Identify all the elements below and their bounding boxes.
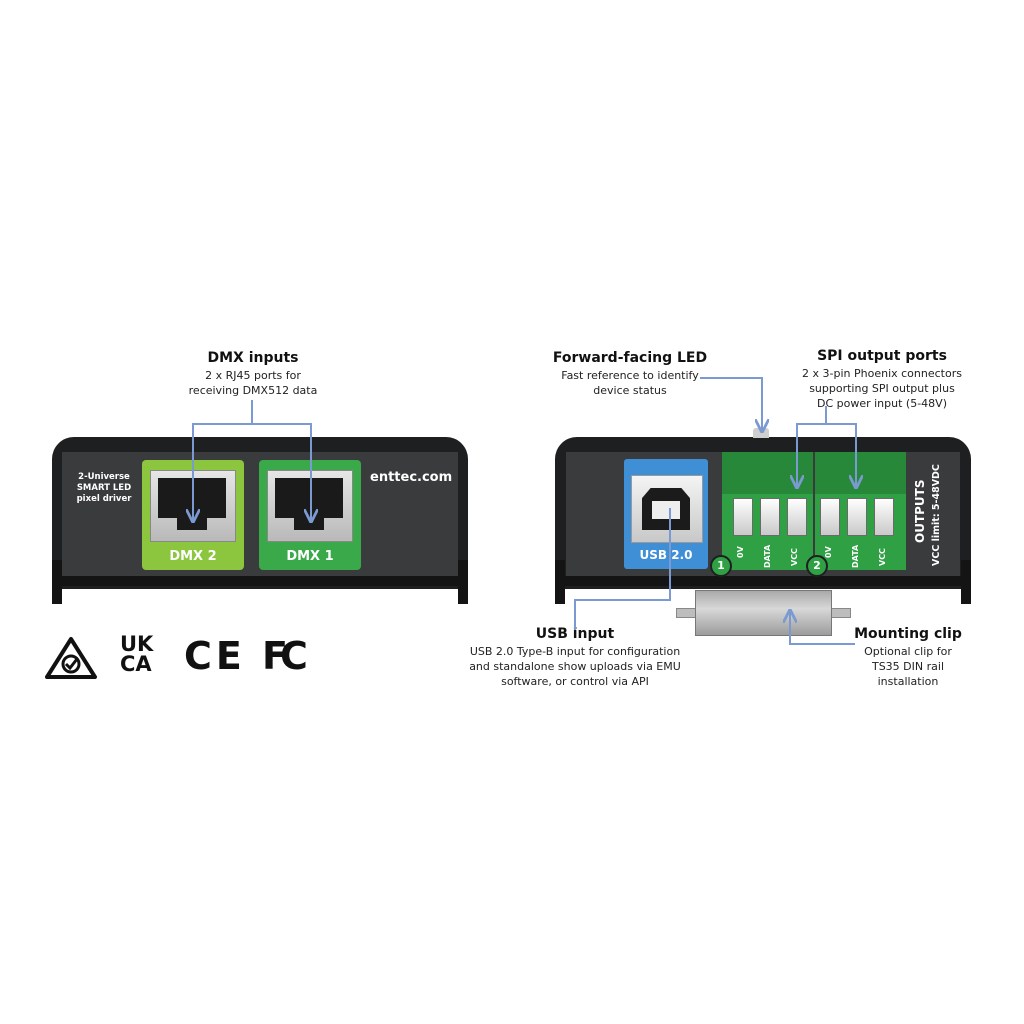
phoenix-2-slot-vcc[interactable]: [874, 498, 894, 536]
product-label-line-1: 2-Universe: [78, 472, 130, 482]
spi-output-desc-line-2: supporting SPI output plus: [809, 382, 955, 395]
dmx2-label: DMX 2: [169, 549, 217, 564]
forward-led: [753, 428, 769, 438]
phoenix-1-slot-vcc[interactable]: [787, 498, 807, 536]
dmx-inputs-desc-line-2: receiving DMX512 data: [188, 384, 318, 397]
mounting-clip-desc-line-1: Optional clip for: [864, 645, 952, 658]
usb-b-tongue: [652, 501, 680, 519]
back-device-flange-right: [961, 560, 971, 604]
product-label: 2-Universe SMART LED pixel driver: [72, 472, 136, 505]
spi-arrow-bracket: [797, 423, 856, 486]
spi-output-desc-line-1: 2 x 3-pin Phoenix connectors: [802, 367, 962, 380]
dmx-arrow-bracket: [193, 423, 311, 520]
phoenix-2-slot-data[interactable]: [847, 498, 867, 536]
usb-input-callout: USB input USB 2.0 Type-B input for confi…: [465, 626, 685, 689]
usb-input-desc-line-1: USB 2.0 Type-B input for configuration: [469, 645, 681, 658]
connector-2-badge: 2: [806, 555, 828, 577]
usb-input-desc-line-2: and standalone show uploads via EMU: [469, 660, 681, 673]
usb-input-desc-line-3: software, or control via API: [501, 675, 649, 688]
spi-output-desc-line-3: DC power input (5-48V): [816, 397, 947, 410]
forward-led-title: Forward-facing LED: [552, 350, 708, 366]
dmx1-label: DMX 1: [286, 549, 334, 564]
mounting-clip-desc-line-3: installation: [877, 675, 939, 688]
back-device-base: [563, 576, 963, 586]
spi-output-callout: SPI output ports 2 x 3-pin Phoenix conne…: [792, 348, 972, 411]
forward-led-desc-line-1: Fast reference to identify: [561, 369, 699, 382]
product-label-line-2: SMART LED: [76, 483, 132, 493]
product-label-line-3: pixel driver: [76, 494, 132, 504]
front-device-base: [60, 576, 460, 586]
led-arrow: [700, 377, 762, 430]
mounting-clip: [695, 590, 832, 636]
mounting-clip-callout: Mounting clip Optional clip for TS35 DIN…: [840, 626, 976, 689]
clip-arrow: [790, 612, 855, 645]
spi-output-title: SPI output ports: [817, 348, 947, 364]
rcm-icon: [45, 637, 97, 679]
dmx-inputs-desc-line-1: 2 x RJ45 ports for: [205, 369, 301, 382]
usb-input-title: USB input: [535, 626, 615, 642]
phoenix-1-slot-data[interactable]: [760, 498, 780, 536]
phoenix-1-slot-0v[interactable]: [733, 498, 753, 536]
front-device-flange-right: [458, 560, 468, 604]
connector-1-badge: 1: [710, 555, 732, 577]
fcc-icon: FC: [262, 634, 308, 678]
front-device-flange-left: [52, 560, 62, 604]
back-device-flange-left: [555, 560, 565, 604]
dmx-inputs-callout: DMX inputs 2 x RJ45 ports for receiving …: [153, 350, 353, 398]
ce-icon: CE: [184, 634, 246, 678]
dmx-inputs-title: DMX inputs: [207, 350, 299, 366]
forward-led-desc-line-2: device status: [593, 384, 667, 397]
mounting-clip-title: Mounting clip: [854, 626, 962, 642]
brand-label: enttec.com: [370, 470, 453, 485]
mounting-clip-desc-line-2: TS35 DIN rail: [871, 660, 944, 673]
phoenix-2-slot-0v[interactable]: [820, 498, 840, 536]
usb-arrow: [574, 508, 671, 630]
forward-led-callout: Forward-facing LED Fast reference to ide…: [540, 350, 720, 398]
usb-label: USB 2.0: [639, 548, 693, 562]
ukca-icon: UK CA: [120, 632, 154, 676]
